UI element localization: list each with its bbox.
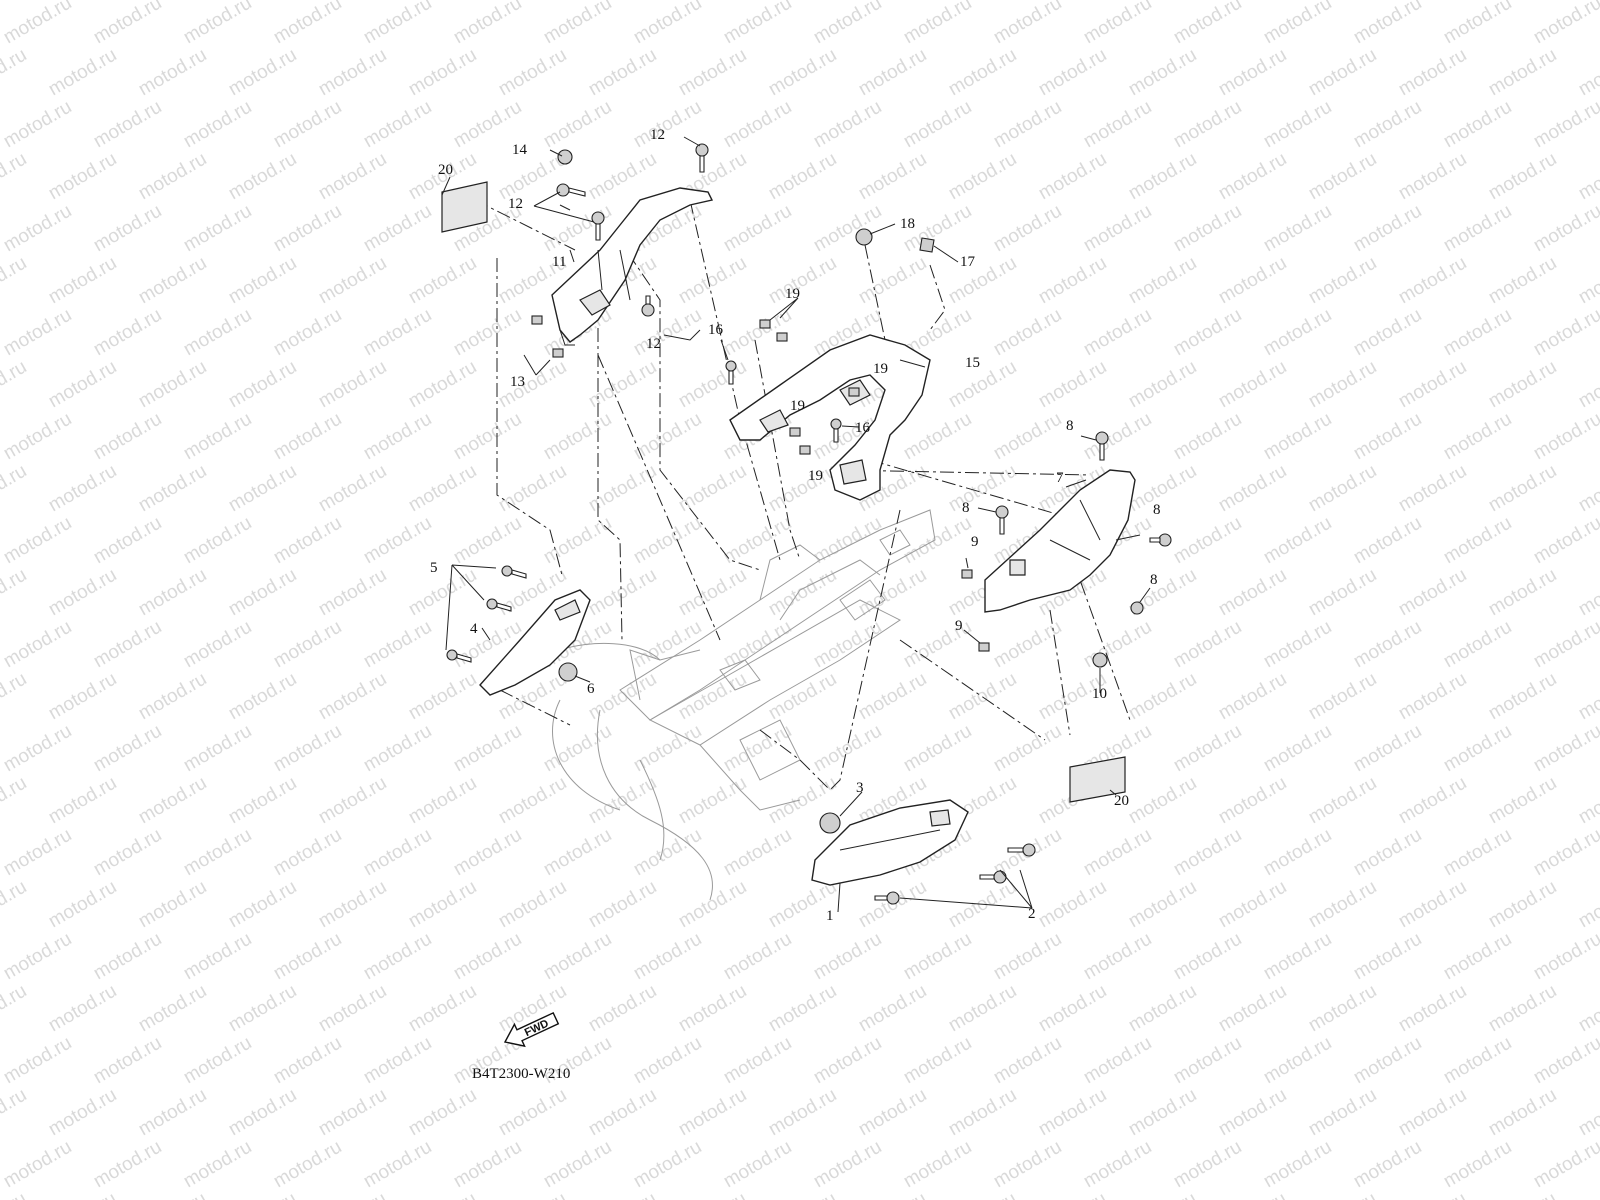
callout-8-a: 8 <box>1066 418 1074 434</box>
callout-20-a: 20 <box>438 162 453 178</box>
diagram-code: B4T2300-W210 <box>472 1066 571 1082</box>
callout-2: 2 <box>1028 906 1036 922</box>
callout-7: 7 <box>1056 470 1064 486</box>
part-4-lower-panel <box>479 589 591 696</box>
callout-19-d: 19 <box>808 468 823 484</box>
callout-20-b: 20 <box>1114 793 1129 809</box>
callout-18: 18 <box>900 216 915 232</box>
callout-6: 6 <box>587 681 595 697</box>
callout-5: 5 <box>430 560 438 576</box>
part-11-side-cover <box>551 187 714 346</box>
part-7-side-cover <box>984 469 1136 613</box>
callout-8-b: 8 <box>962 500 970 516</box>
part-15-grab-bar <box>729 334 931 501</box>
callout-10: 10 <box>1092 686 1107 702</box>
callout-11: 11 <box>552 254 566 270</box>
part-1-lower-panel <box>811 799 969 886</box>
callout-19-b: 19 <box>873 361 888 377</box>
fwd-arrow-icon: FWD <box>503 1011 560 1048</box>
callout-15: 15 <box>965 355 980 371</box>
callout-17: 17 <box>960 254 976 270</box>
callout-labels: 1 2 3 4 5 6 7 8 8 8 8 9 9 10 11 12 12 12… <box>430 127 1161 924</box>
callout-9-a: 9 <box>971 534 979 550</box>
callout-19-a: 19 <box>785 286 800 302</box>
leader-lines <box>441 136 1151 913</box>
callout-9-b: 9 <box>955 618 963 634</box>
callout-16-b: 16 <box>855 420 871 436</box>
callout-1: 1 <box>826 908 834 924</box>
callout-14: 14 <box>512 142 528 158</box>
callout-16-a: 16 <box>708 322 724 338</box>
fasteners <box>441 143 1172 905</box>
callout-8-c: 8 <box>1153 502 1161 518</box>
callout-12-c: 12 <box>646 336 661 352</box>
assembly-lines <box>474 199 1131 791</box>
callout-12-b: 12 <box>508 196 523 212</box>
callout-3: 3 <box>856 780 864 796</box>
callout-12-a: 12 <box>650 127 665 143</box>
callout-19-c: 19 <box>790 398 805 414</box>
callout-4: 4 <box>470 621 478 637</box>
fwd-label: FWD <box>523 1018 551 1039</box>
callout-8-d: 8 <box>1150 572 1158 588</box>
frame-outline <box>552 509 936 901</box>
callout-13: 13 <box>510 374 525 390</box>
